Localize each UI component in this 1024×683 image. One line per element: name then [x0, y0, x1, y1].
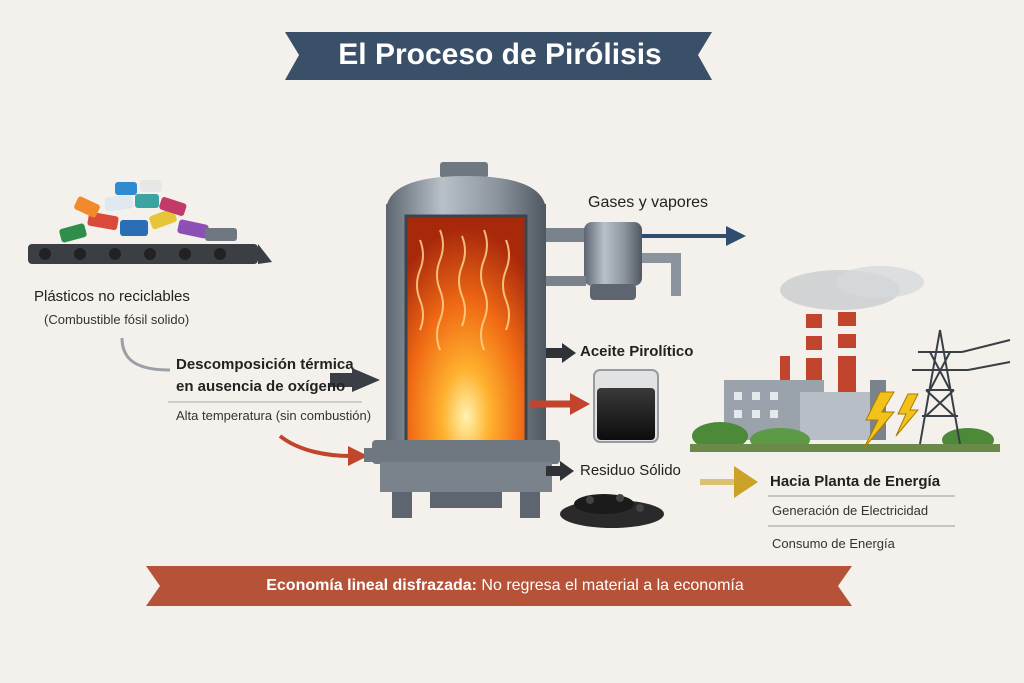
destination-item: Generación de Electricidad — [772, 503, 929, 518]
residue-arrow-icon — [560, 461, 574, 481]
conclusion-banner — [146, 566, 852, 606]
plastic-pile-icon — [28, 180, 272, 264]
process-sublabel: Alta temperatura (sin combustión) — [176, 408, 372, 423]
destination-label: Hacia Planta de Energía — [770, 473, 941, 490]
conclusion-banner-text: Economía lineal disfrazada: No regresa e… — [160, 566, 850, 606]
process-label-line1: Descomposición térmica — [176, 356, 354, 373]
input-sublabel: (Combustible fósil solido) — [44, 312, 190, 327]
destination-item: Consumo de Energía — [772, 536, 895, 551]
condenser-icon — [546, 222, 681, 300]
input-label: Plásticos no reciclables — [34, 288, 190, 305]
banner-bold-text: Economía lineal disfrazada: — [266, 577, 477, 594]
output-gas-label: Gases y vapores — [588, 194, 709, 211]
oil-arrow-icon — [562, 343, 576, 363]
output-solid-label: Residuo Sólido — [580, 462, 681, 479]
lightning-bolt-icon — [863, 391, 920, 449]
output-oil-label: Aceite Pirolítico — [580, 343, 694, 360]
solid-residue-icon — [560, 494, 664, 528]
banner-rest-text: No regresa el material a la economía — [476, 577, 744, 594]
arrow-into-reactor-icon — [352, 368, 380, 392]
oil-beaker-icon — [593, 369, 659, 443]
title-ribbon — [285, 32, 712, 80]
gas-arrow-icon — [726, 226, 746, 246]
power-plant-icon — [690, 266, 1000, 452]
process-label-line2: en ausencia de oxígeno — [176, 378, 346, 395]
curved-arrow-gray — [120, 337, 171, 372]
energy-arrow-icon — [734, 466, 758, 498]
curved-arrow-red — [278, 434, 351, 458]
pyrolysis-reactor-icon — [364, 162, 560, 518]
page-title: El Proceso de Pirólisis — [338, 38, 662, 71]
power-tower-icon — [912, 329, 1011, 445]
